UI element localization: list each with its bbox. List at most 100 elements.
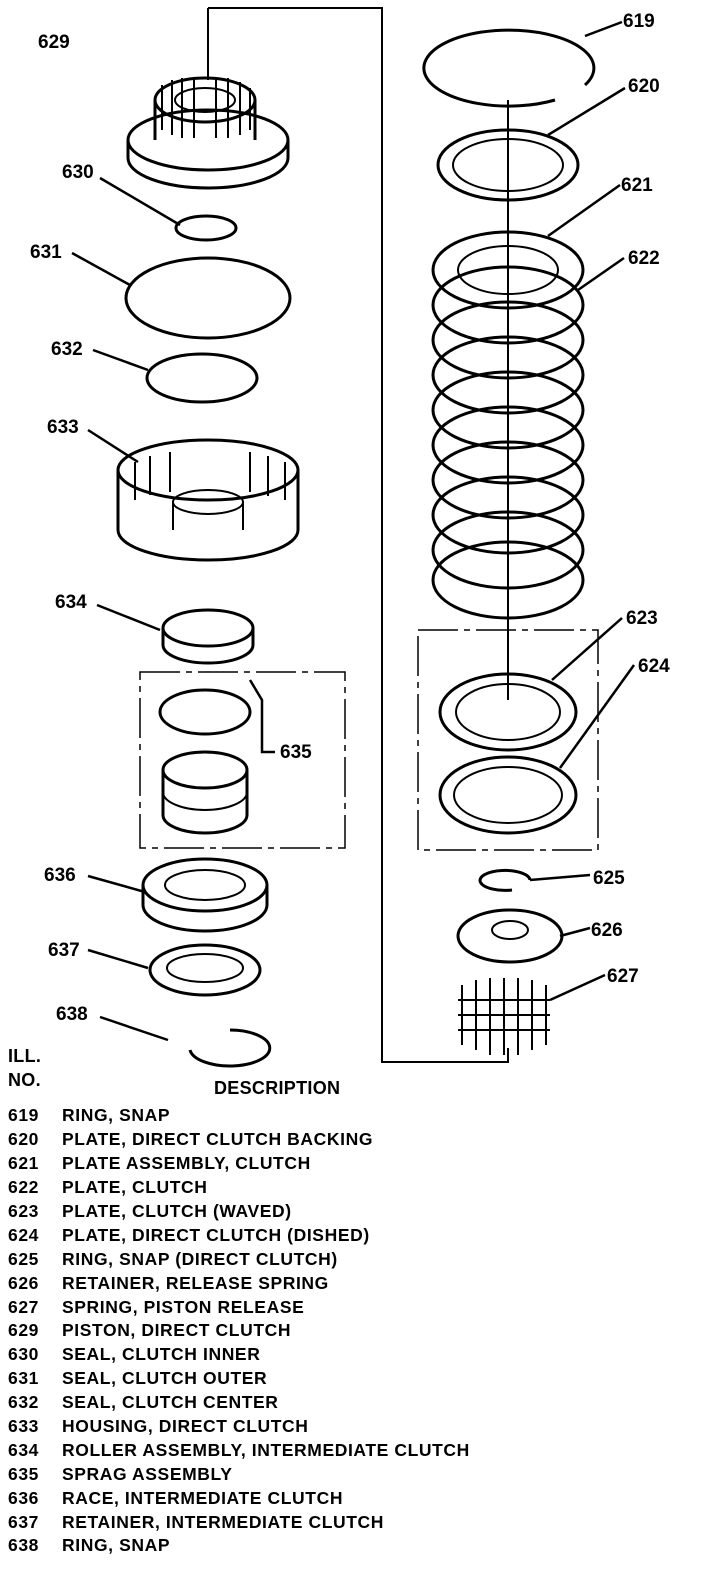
legend-part-number: 620 xyxy=(8,1129,39,1150)
callout-637: 637 xyxy=(48,940,80,961)
legend-row: 632 SEAL, CLUTCH CENTER xyxy=(8,1391,698,1415)
part-637-retainer xyxy=(148,943,262,997)
part-619-snap-ring xyxy=(422,28,596,108)
legend-part-number: 624 xyxy=(8,1224,39,1245)
legend-header-ill: ILL. xyxy=(8,1046,42,1066)
legend-part-description: HOUSING, DIRECT CLUTCH xyxy=(62,1416,309,1437)
callout-634: 634 xyxy=(55,592,87,613)
part-636-race xyxy=(141,857,269,933)
part-630-seal-inner xyxy=(174,214,238,242)
legend-row: 638 RING, SNAP xyxy=(8,1534,698,1558)
callout-627: 627 xyxy=(607,966,639,987)
callout-623: 623 xyxy=(626,608,658,629)
legend-row: 631 SEAL, CLUTCH OUTER xyxy=(8,1367,698,1391)
callout-636: 636 xyxy=(44,865,76,886)
leader-lines xyxy=(71,20,636,1042)
legend-row: 637 RETAINER, INTERMEDIATE CLUTCH xyxy=(8,1510,698,1534)
part-625-snap-ring xyxy=(478,868,532,892)
callout-631: 631 xyxy=(30,242,62,263)
legend-row: 635 SPRAG ASSEMBLY xyxy=(8,1462,698,1486)
legend-part-number: 636 xyxy=(8,1487,39,1508)
callout-638: 638 xyxy=(56,1004,88,1025)
legend-part-description: ROLLER ASSEMBLY, INTERMEDIATE CLUTCH xyxy=(62,1439,470,1460)
legend-row: 629 PISTON, DIRECT CLUTCH xyxy=(8,1319,698,1343)
legend-part-number: 623 xyxy=(8,1201,39,1221)
callout-626: 626 xyxy=(591,920,623,941)
part-631-seal-outer xyxy=(124,256,292,340)
callout-620: 620 xyxy=(628,76,660,97)
legend-part-description: RETAINER, RELEASE SPRING xyxy=(62,1272,329,1293)
legend-part-number: 633 xyxy=(8,1416,39,1437)
legend-row: 623 PLATE, CLUTCH (WAVED) xyxy=(8,1200,698,1224)
part-635-group-box xyxy=(139,671,346,849)
part-629-piston xyxy=(126,76,290,190)
legend-part-description: PLATE, CLUTCH xyxy=(62,1177,208,1198)
legend-part-description: SEAL, CLUTCH OUTER xyxy=(62,1368,268,1389)
legend-part-number: 637 xyxy=(8,1511,39,1532)
legend-part-number: 638 xyxy=(8,1535,39,1556)
legend-part-description: PLATE, DIRECT CLUTCH (DISHED) xyxy=(62,1224,370,1245)
callout-625: 625 xyxy=(593,868,625,889)
callout-633: 633 xyxy=(47,417,79,438)
legend-header-no: NO. xyxy=(8,1070,41,1090)
legend-row: 622 PLATE, CLUTCH xyxy=(8,1176,698,1200)
part-635-sprag-assembly xyxy=(158,688,252,835)
legend-row: 634 ROLLER ASSEMBLY, INTERMEDIATE CLUTCH xyxy=(8,1438,698,1462)
part-623-624-group-box xyxy=(417,629,599,851)
legend-part-number: 626 xyxy=(8,1272,39,1293)
part-624-dished-plate xyxy=(438,755,578,835)
legend-row: 625 RING, SNAP (DIRECT CLUTCH) xyxy=(8,1247,698,1271)
legend-part-number: 631 xyxy=(8,1368,39,1389)
legend-part-description: SEAL, CLUTCH CENTER xyxy=(62,1392,279,1413)
legend-part-number: 630 xyxy=(8,1344,39,1365)
legend-part-description: PLATE, DIRECT CLUTCH BACKING xyxy=(62,1129,374,1150)
legend-part-description: RACE, INTERMEDIATE CLUTCH xyxy=(62,1487,344,1508)
legend-part-number: 634 xyxy=(8,1439,39,1460)
callout-629: 629 xyxy=(38,32,70,53)
legend-row: 636 RACE, INTERMEDIATE CLUTCH xyxy=(8,1486,698,1510)
part-633-housing xyxy=(116,438,300,562)
part-634-roller-assembly xyxy=(161,608,255,665)
legend-part-number: 625 xyxy=(8,1248,39,1269)
legend-row: 630 SEAL, CLUTCH INNER xyxy=(8,1343,698,1367)
exploded-view-diagram: 619 620 621 622 623 624 625 626 627 629 … xyxy=(30,7,670,1068)
part-620-backing-plate xyxy=(436,128,580,202)
legend-part-description: PLATE, CLUTCH (WAVED) xyxy=(62,1201,292,1221)
legend-part-description: PISTON, DIRECT CLUTCH xyxy=(62,1320,292,1341)
legend-row: 624 PLATE, DIRECT CLUTCH (DISHED) xyxy=(8,1223,698,1247)
legend-part-description: RING, SNAP xyxy=(62,1535,171,1556)
part-632-seal-center xyxy=(145,352,259,404)
legend-row: 620 PLATE, DIRECT CLUTCH BACKING xyxy=(8,1128,698,1152)
legend-part-number: 619 xyxy=(8,1105,39,1126)
legend-part-description: RING, SNAP xyxy=(62,1105,171,1126)
part-627-springs xyxy=(458,978,550,1055)
legend-part-number: 635 xyxy=(8,1463,39,1484)
callout-630: 630 xyxy=(62,162,94,183)
callout-622: 622 xyxy=(628,248,660,269)
legend-part-description: SPRAG ASSEMBLY xyxy=(62,1463,233,1484)
legend-row: 626 RETAINER, RELEASE SPRING xyxy=(8,1271,698,1295)
part-626-retainer xyxy=(456,908,564,964)
legend-part-number: 629 xyxy=(8,1320,39,1341)
callout-635: 635 xyxy=(280,742,312,763)
legend-row: 619 RING, SNAP xyxy=(8,1104,698,1128)
callout-624: 624 xyxy=(638,656,670,677)
legend-part-number: 621 xyxy=(8,1153,39,1174)
assembly-bracket-line xyxy=(208,7,509,1063)
legend-header-description: DESCRIPTION xyxy=(214,1078,341,1098)
legend-part-description: SEAL, CLUTCH INNER xyxy=(62,1344,261,1365)
part-623-waved-plate xyxy=(438,672,578,752)
callout-619: 619 xyxy=(623,11,655,32)
legend-part-number: 622 xyxy=(8,1177,39,1198)
legend-part-description: RING, SNAP (DIRECT CLUTCH) xyxy=(62,1248,338,1269)
legend-part-description: SPRING, PISTON RELEASE xyxy=(62,1296,305,1317)
part-621-622-clutch-plate-stack xyxy=(431,230,585,620)
legend-part-number: 632 xyxy=(8,1392,39,1413)
legend-row: 633 HOUSING, DIRECT CLUTCH xyxy=(8,1415,698,1439)
callout-632: 632 xyxy=(51,339,83,360)
legend-part-description: RETAINER, INTERMEDIATE CLUTCH xyxy=(62,1511,385,1532)
callout-621: 621 xyxy=(621,175,653,196)
